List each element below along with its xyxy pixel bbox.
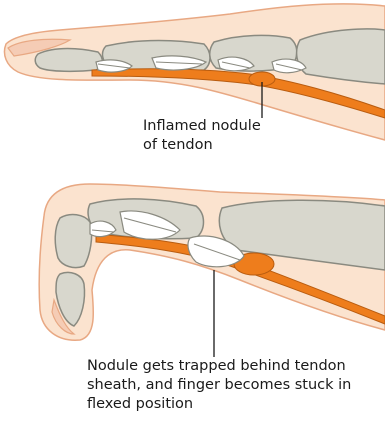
inflamed-nodule-label: Inflamed nodule of tendon: [143, 117, 261, 155]
inflamed-nodule-label-line2: of tendon: [143, 136, 261, 155]
trapped-nodule-label-line2: sheath, and finger becomes stuck in: [87, 376, 351, 395]
top-distal-phalanx: [35, 49, 102, 72]
trapped-nodule-label: Nodule gets trapped behind tendon sheath…: [87, 357, 351, 414]
trapped-nodule-label-line3: flexed position: [87, 395, 351, 414]
flexed-finger: [39, 184, 385, 357]
trapped-nodule-label-line1: Nodule gets trapped behind tendon: [87, 357, 351, 376]
inflamed-nodule-label-line1: Inflamed nodule: [143, 117, 261, 136]
bottom-middle-phalanx: [55, 215, 91, 268]
